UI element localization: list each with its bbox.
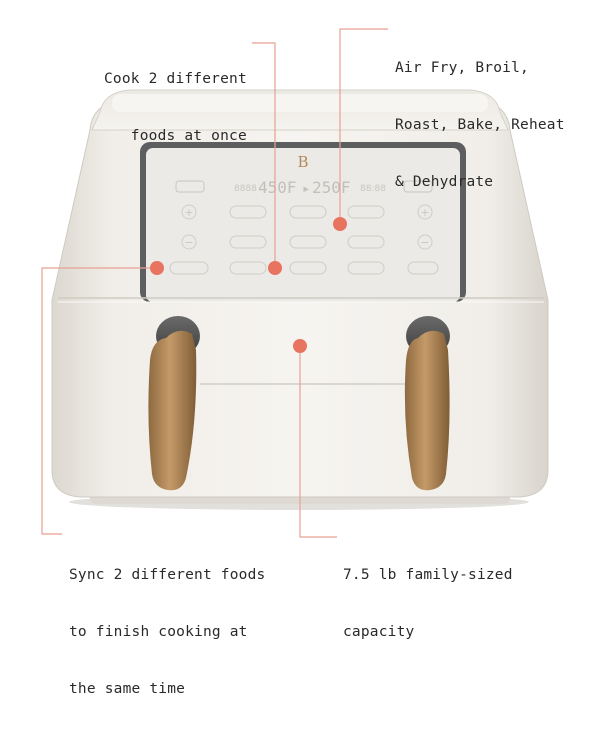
callout-text: Sync 2 different foods bbox=[69, 567, 266, 583]
callout-line-modes bbox=[339, 28, 388, 224]
callout-text: the same time bbox=[69, 681, 186, 697]
callout-line-cook-two bbox=[252, 42, 276, 268]
panel-buttons: + − + − bbox=[169, 204, 439, 275]
callout-dot-capacity bbox=[293, 339, 307, 353]
callout-dot-sync bbox=[150, 261, 164, 275]
panel-display: 8888 450F ▸ 250F 88:88 bbox=[175, 178, 433, 197]
svg-text:+: + bbox=[184, 206, 193, 219]
airfry-button bbox=[229, 205, 267, 219]
temp-down-left-button bbox=[181, 234, 197, 250]
callout-capacity: 7.5 lb family-sized capacity bbox=[343, 528, 513, 680]
lid-highlight bbox=[112, 94, 488, 112]
power-button bbox=[407, 261, 439, 275]
callout-line-sync bbox=[41, 267, 155, 535]
callout-dots bbox=[150, 217, 347, 353]
match-cook-button bbox=[229, 261, 267, 275]
preheat-button bbox=[289, 261, 327, 275]
display-temp-right: 250F bbox=[312, 178, 351, 197]
callout-text: capacity bbox=[343, 624, 415, 640]
light-button bbox=[347, 261, 385, 275]
shake-icon bbox=[175, 180, 205, 193]
callout-cook-two: Cook 2 different foods at once bbox=[104, 32, 247, 184]
dehydrate-button bbox=[347, 235, 385, 249]
roast-button bbox=[289, 205, 327, 219]
display-small-right: 88:88 bbox=[360, 184, 386, 194]
callout-dot-modes bbox=[333, 217, 347, 231]
product-diagram: B 8888 450F ▸ 250F 88:88 + − + − bbox=[41, 21, 565, 697]
sync-finish-button bbox=[169, 261, 209, 275]
display-temp-left: 450F bbox=[258, 178, 297, 197]
callout-text: Cook 2 different bbox=[104, 71, 247, 87]
svg-text:+: + bbox=[420, 206, 429, 219]
sync-icon bbox=[403, 180, 433, 193]
brand-logo: B bbox=[297, 153, 308, 171]
air-fryer-illustration: B 8888 450F ▸ 250F 88:88 + − + − bbox=[41, 28, 549, 538]
broil-button bbox=[229, 235, 267, 249]
callout-line-capacity bbox=[299, 346, 337, 538]
temp-up-right-button bbox=[417, 204, 433, 220]
callout-text: & Dehydrate bbox=[395, 174, 494, 190]
temp-up-left-button bbox=[181, 204, 197, 220]
callout-text: Air Fry, Broil, bbox=[395, 60, 529, 76]
left-basket-handle bbox=[148, 330, 197, 491]
callout-modes: Air Fry, Broil, Roast, Bake, Reheat & De… bbox=[395, 21, 565, 230]
callout-dot-cook-two bbox=[268, 261, 282, 275]
temp-down-right-button bbox=[417, 234, 433, 250]
svg-text:−: − bbox=[184, 236, 193, 249]
right-basket-handle bbox=[404, 330, 450, 491]
callout-text: Roast, Bake, Reheat bbox=[395, 117, 565, 133]
svg-text:−: − bbox=[420, 236, 429, 249]
reheat-button bbox=[289, 235, 327, 249]
callout-lines bbox=[41, 28, 388, 538]
callout-sync: Sync 2 different foods to finish cooking… bbox=[69, 528, 265, 737]
display-small-left: 8888 bbox=[234, 184, 257, 194]
display-arrow: ▸ bbox=[302, 181, 310, 197]
bake-button bbox=[347, 205, 385, 219]
callout-text: foods at once bbox=[130, 128, 247, 144]
callout-text: to finish cooking at bbox=[69, 624, 248, 640]
callout-text: 7.5 lb family-sized bbox=[343, 567, 513, 583]
